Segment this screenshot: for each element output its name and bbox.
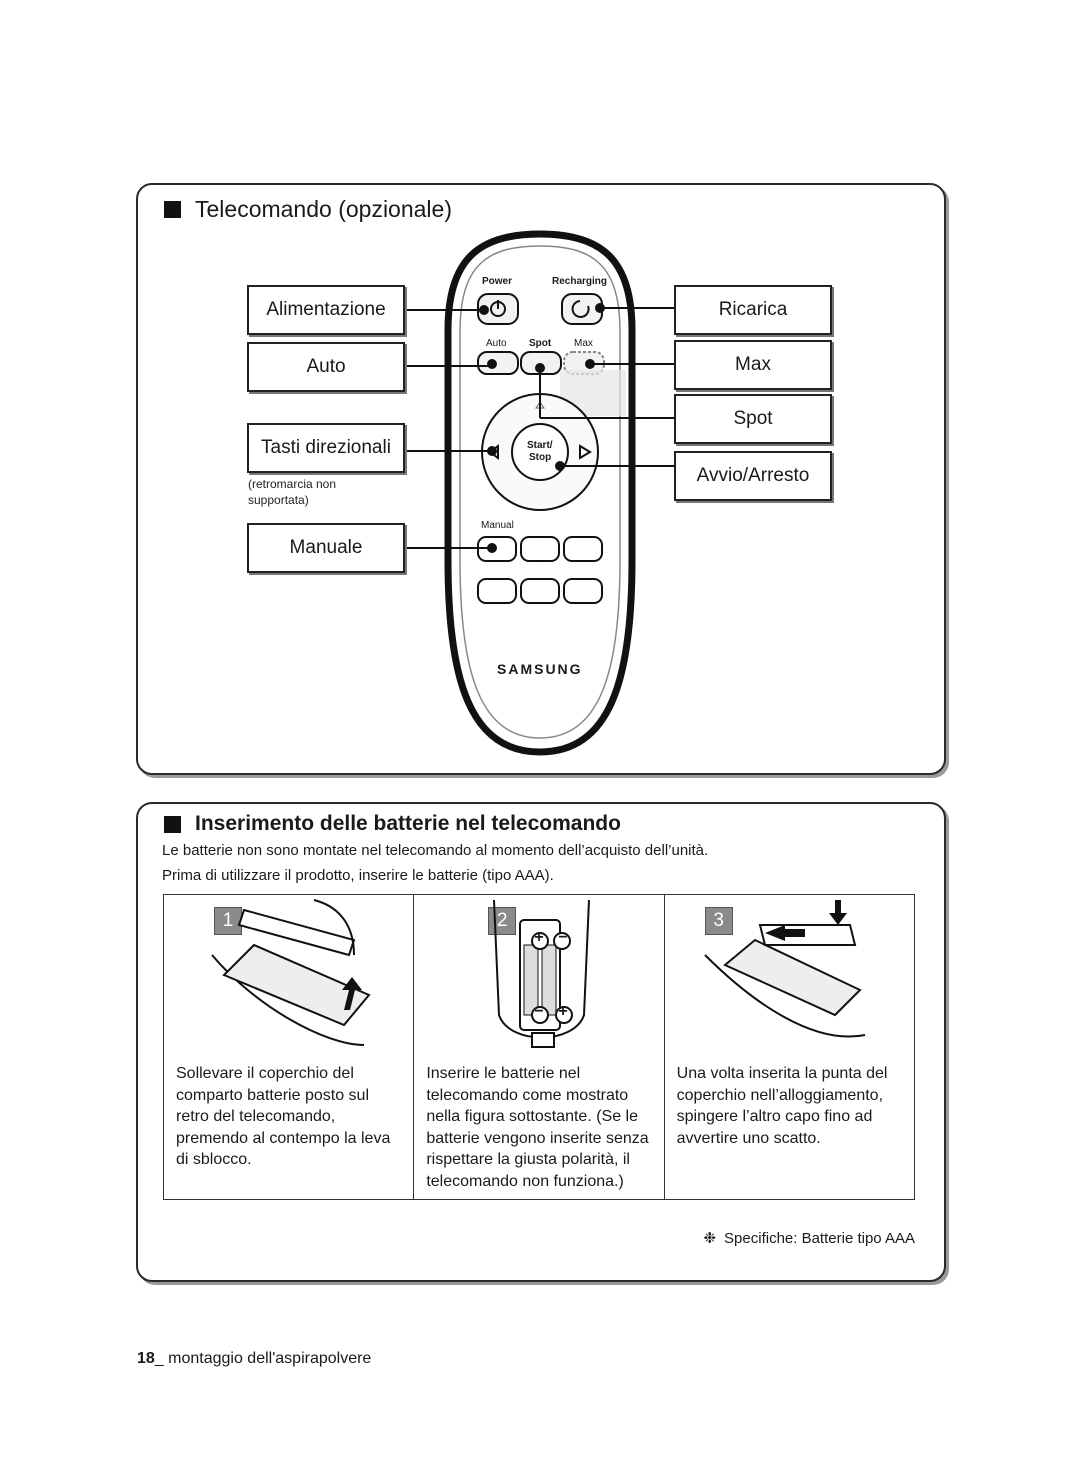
label-avvio-arresto: Avvio/Arresto: [674, 451, 832, 501]
plus-icon: +: [534, 929, 544, 946]
remote-manual-label: Manual: [481, 520, 514, 531]
section-title-text: Telecomando (opzionale): [195, 196, 452, 222]
remote-control-illustration: [404, 230, 676, 756]
label-auto: Auto: [247, 342, 405, 392]
step-text: Inserire le batterie nel telecomando com…: [426, 1065, 649, 1190]
remote-max-label: Max: [574, 338, 593, 349]
steps-table: 1 Sollevare il coperchio del comparto ba…: [162, 894, 916, 1200]
step-number: 1: [214, 907, 242, 935]
step-text: Una volta inserita la punta del coperchi…: [676, 1065, 888, 1147]
plus-icon: +: [558, 1003, 568, 1020]
remote-recharging-label: Recharging: [552, 276, 608, 287]
label-ricarica: Ricarica: [674, 285, 832, 335]
page-number: 18: [137, 1350, 155, 1367]
step-cell-1: 1 Sollevare il coperchio del comparto ba…: [162, 894, 415, 1200]
step-cell-3: 3 Una volta inserita la punta del coperc…: [663, 894, 916, 1200]
start-stop-button-shape: [511, 423, 569, 481]
minus-icon: −: [558, 929, 568, 946]
label-max: Max: [674, 340, 832, 390]
bullet-square-icon: [164, 201, 181, 218]
close-cover-illustration: [703, 900, 865, 1038]
battery-spec: ❉ Specifiche: Batterie tipo AAA: [703, 1229, 915, 1247]
remote-power-label: Power: [482, 276, 513, 287]
bullet-square-icon: [164, 815, 181, 833]
intro-line-1: Le batterie non sono montate nel telecom…: [162, 842, 709, 859]
section-title-telecomando: Telecomando (opzionale): [164, 196, 452, 223]
step-cell-2: 2 + − − + Inserire le batterie nel tel: [413, 894, 665, 1200]
spec-text: Specifiche: Batterie tipo AAA: [724, 1230, 915, 1247]
section-title-text: Inserimento delle batterie nel telecoman…: [195, 812, 621, 835]
step-text: Sollevare il coperchio del comparto batt…: [176, 1065, 391, 1168]
footer-text: _ montaggio dell'aspirapolvere: [154, 1350, 372, 1367]
label-tasti-direzionali: Tasti direzionali: [247, 423, 405, 473]
step-number: 3: [704, 907, 733, 935]
auto-button-shape: [477, 351, 519, 375]
open-cover-illustration: [211, 899, 371, 1046]
page-footer: 18_ montaggio dell'aspirapolvere: [137, 1350, 371, 1368]
insert-batteries-illustration: [493, 899, 591, 1048]
tasti-note-line2: supportata): [248, 493, 309, 507]
intro-line-2: Prima di utilizzare il prodotto, inserir…: [162, 867, 554, 884]
label-alimentazione: Alimentazione: [247, 285, 405, 335]
remote-spot-label: Spot: [529, 338, 552, 349]
remote-stop-label: Stop: [529, 452, 552, 463]
remote-brand-logo: SAMSUNG: [497, 661, 583, 677]
label-manuale: Manuale: [247, 523, 405, 573]
remote-start-label: Start/: [527, 440, 553, 451]
spec-asterisk-icon: ❉: [703, 1230, 717, 1247]
tasti-note-line1: (retromarcia non: [248, 477, 337, 491]
step-number: 2: [488, 907, 517, 935]
remote-auto-label: Auto: [486, 338, 507, 349]
label-spot: Spot: [674, 394, 832, 444]
section-title-batterie: Inserimento delle batterie nel telecoman…: [164, 812, 621, 836]
minus-icon: −: [534, 1003, 544, 1020]
